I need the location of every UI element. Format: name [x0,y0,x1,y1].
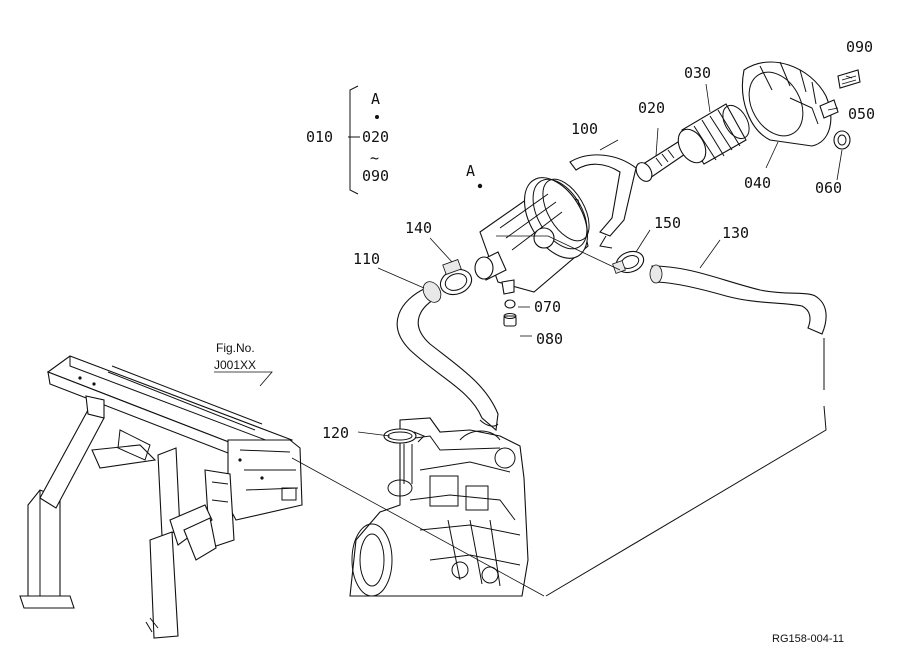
part-label-110: 110 [353,250,380,268]
callout-a-dot [477,183,483,189]
group-range-to: 090 [362,167,389,185]
part-060-valve [833,130,851,150]
part-140-hose [649,264,827,335]
figure-ref-line2: J001XX [214,358,256,372]
leader-lines [214,75,853,597]
group-range-dot [375,115,379,119]
part-080-valve [503,313,517,327]
figure-ref-line1: Fig.No. [216,341,255,355]
part-label-090: 090 [846,38,873,56]
part-030-element [677,103,750,165]
part-020-element [635,141,689,182]
part-label-020: 020 [638,99,665,117]
part-label-060: 060 [815,179,842,197]
group-range-top: A [371,90,380,108]
part-label-150: 150 [654,214,681,232]
part-150-clamp [612,250,645,274]
group-range-from: 020 [362,128,389,146]
air-cleaner-body [474,177,590,295]
part-label-070: 070 [534,298,561,316]
part-040-cover [741,61,832,147]
part-090-label [837,69,861,89]
group-label: 010 A 020 ~ 090 [306,90,389,185]
part-110-hose [396,281,499,432]
group-label-number: 010 [306,128,333,146]
part-label-040: 040 [744,174,771,192]
callout-a-label: A [466,162,475,180]
part-130-clamp [439,259,473,296]
part-label-080: 080 [536,330,563,348]
part-100-bracket [569,154,637,249]
part-050-clip [819,99,839,119]
part-label-030: 030 [684,64,711,82]
drawing-code: RG158-004-11 [772,633,844,645]
engine-drawing [349,417,529,597]
part-label-140: 130 [722,224,749,242]
part-070-oring [504,299,516,309]
part-label-050: 050 [848,105,875,123]
frame-drawing [19,355,303,639]
part-120-clamp [383,428,425,444]
part-label-120: 120 [322,424,349,442]
group-range-tilde: ~ [370,149,379,167]
part-label-130: 140 [405,219,432,237]
part-label-100: 100 [571,120,598,138]
